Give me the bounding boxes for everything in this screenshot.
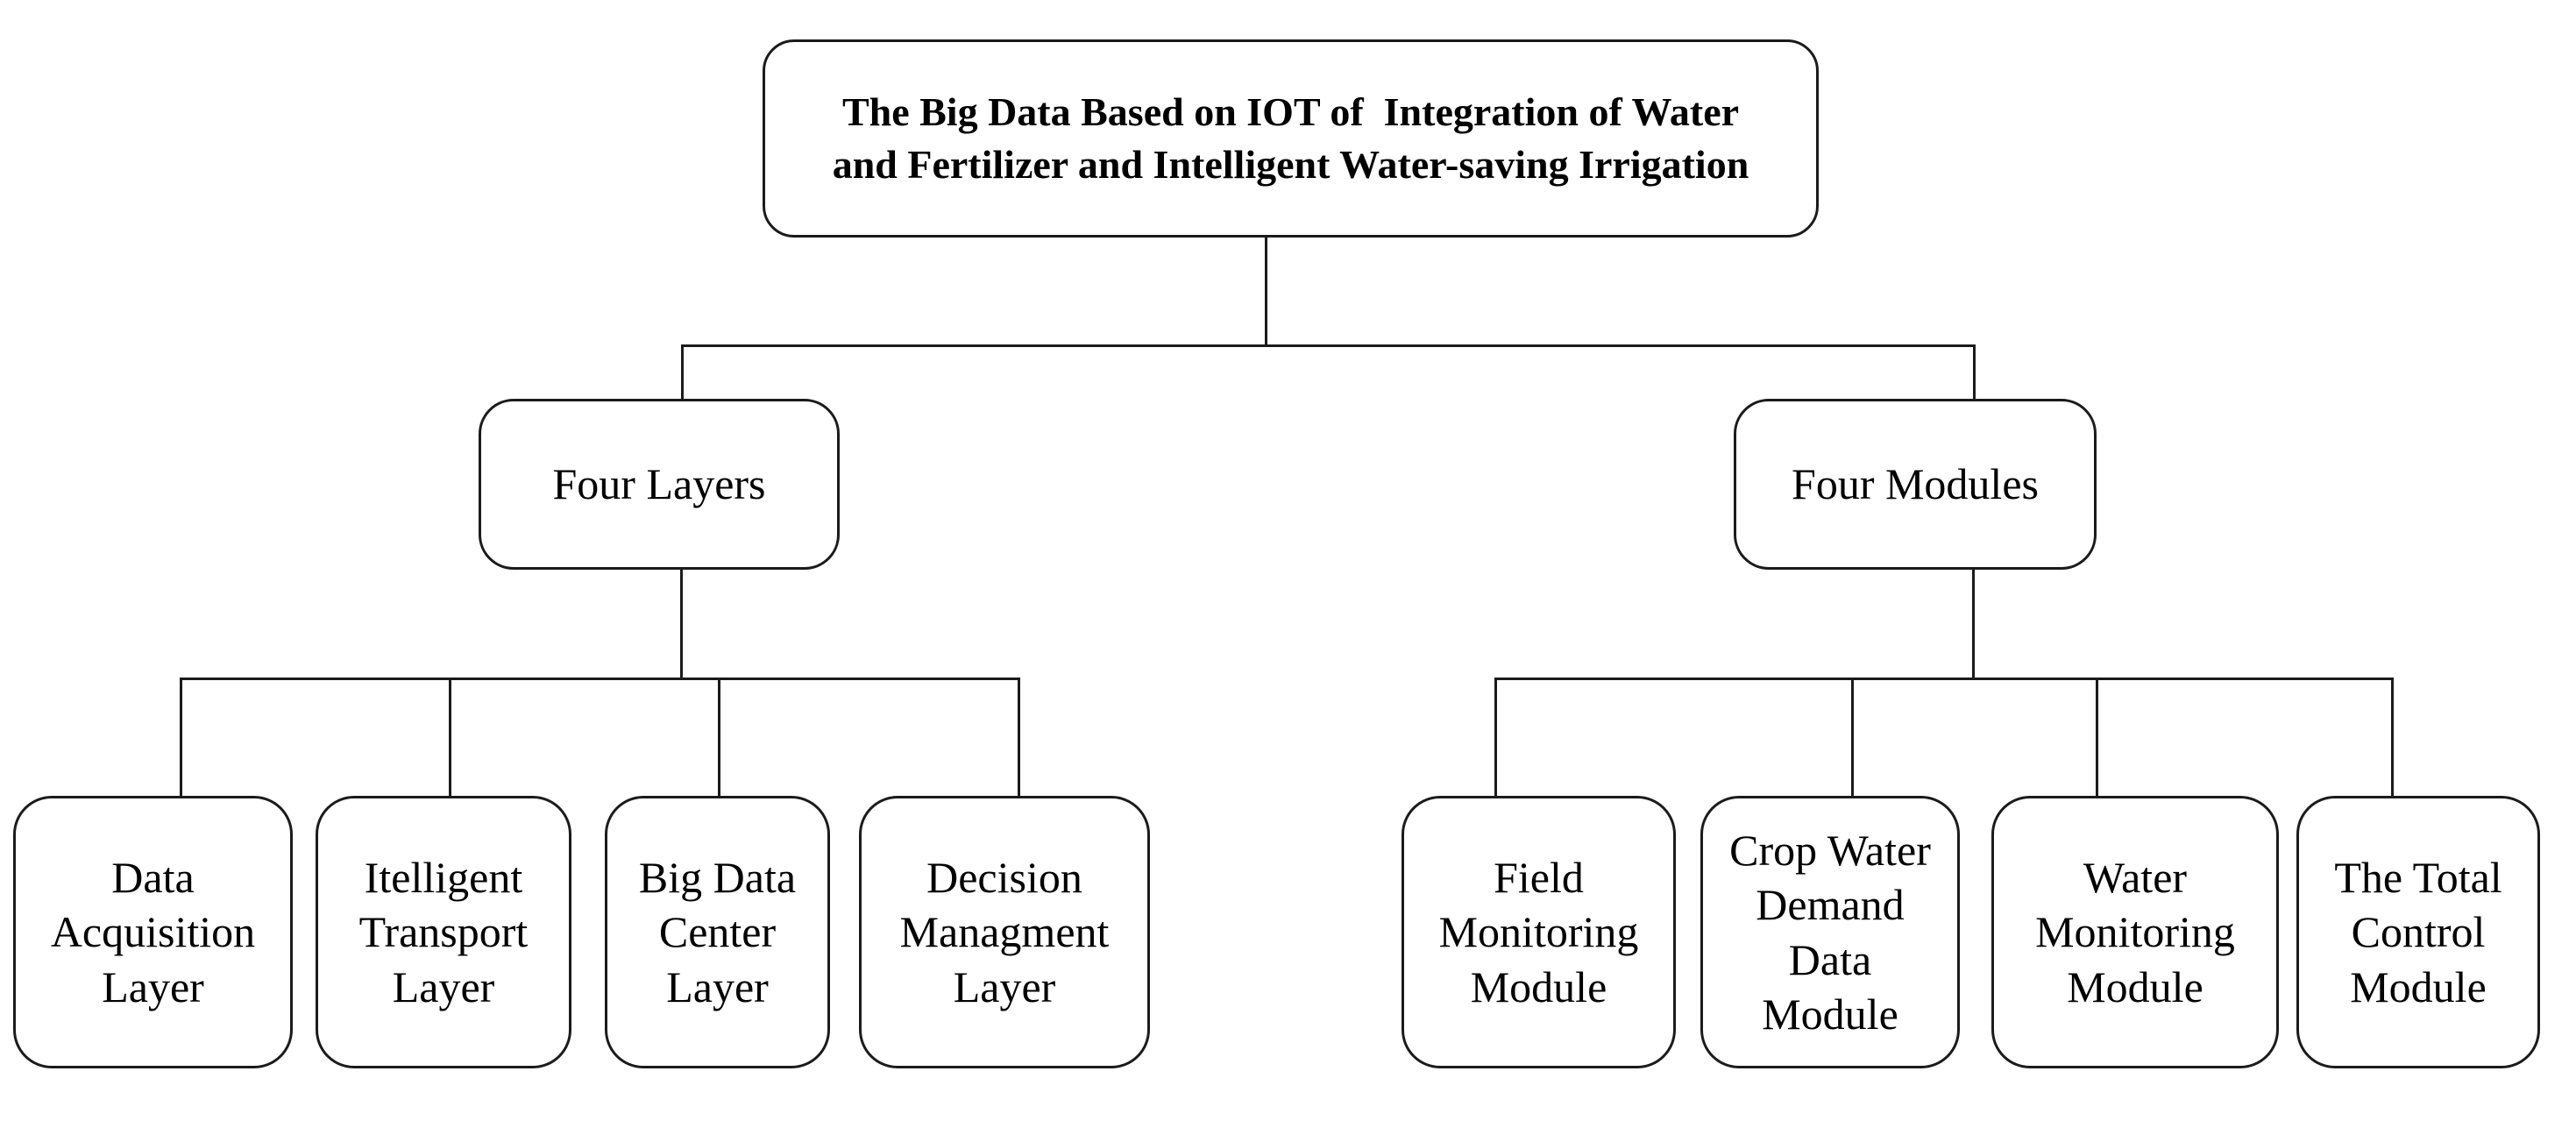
- node-data-acquisition-layer: Data Acquisition Layer: [13, 796, 293, 1068]
- node-water-monitoring-module: Water Monitoring Module: [1991, 796, 2279, 1068]
- connector-drop-crop-water-demand: [1851, 678, 1854, 798]
- connector-level1-bus: [681, 344, 1976, 347]
- connector-layers-bus: [180, 678, 1020, 680]
- connector-drop-field-monitoring: [1494, 678, 1497, 798]
- connector-modules-bus: [1494, 678, 2394, 680]
- connector-four-modules-stem: [1972, 569, 1975, 679]
- connector-drop-decision-managment: [1018, 678, 1020, 798]
- connector-four-layers-stem: [680, 569, 683, 679]
- node-field-monitoring-module: Field Monitoring Module: [1402, 796, 1676, 1068]
- connector-drop-four-modules: [1973, 344, 1976, 401]
- node-big-data-center-layer: Big Data Center Layer: [605, 796, 830, 1068]
- connector-drop-itelligent-transport: [449, 678, 451, 798]
- node-four-layers: Four Layers: [479, 399, 840, 570]
- connector-root-stem: [1265, 238, 1267, 346]
- connector-drop-four-layers: [681, 344, 684, 401]
- node-root-title: The Big Data Based on IOT of Integration…: [763, 39, 1819, 238]
- node-crop-water-demand-data-module: Crop Water Demand Data Module: [1700, 796, 1960, 1068]
- node-decision-managment-layer: Decision Managment Layer: [859, 796, 1150, 1068]
- connector-drop-big-data-center: [718, 678, 720, 798]
- connector-drop-water-monitoring: [2096, 678, 2098, 798]
- connector-drop-data-acquisition: [180, 678, 182, 798]
- connector-drop-total-control: [2391, 678, 2394, 798]
- node-itelligent-transport-layer: Itelligent Transport Layer: [316, 796, 571, 1068]
- node-the-total-control-module: The Total Control Module: [2296, 796, 2540, 1068]
- node-four-modules: Four Modules: [1734, 399, 2097, 570]
